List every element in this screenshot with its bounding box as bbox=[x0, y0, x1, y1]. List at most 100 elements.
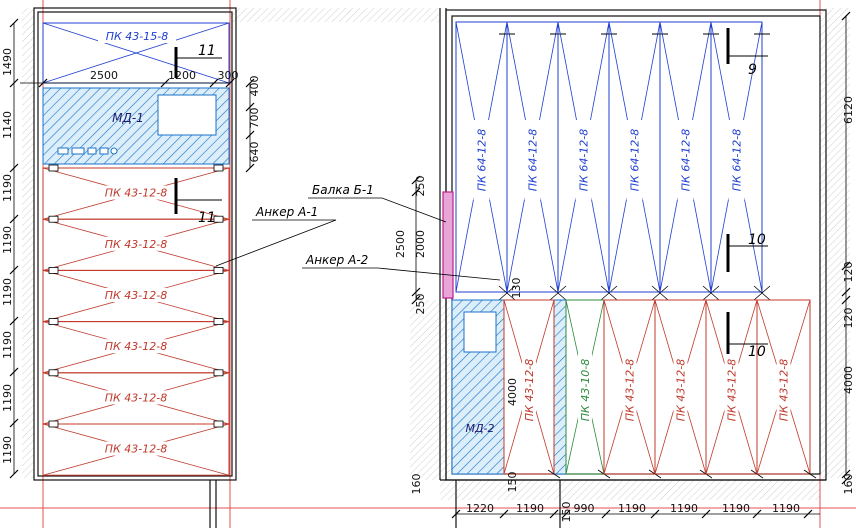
section-label: 11 bbox=[198, 43, 216, 59]
dimension-lines bbox=[13, 16, 847, 515]
dim-value: 1190 bbox=[1, 174, 14, 202]
right-dims: 6120 120 120 4000 160 bbox=[842, 96, 855, 495]
dim-value: 250 bbox=[414, 294, 427, 315]
dim-value: 1190 bbox=[1, 436, 14, 464]
slab-label: ПК 64-12-8 bbox=[680, 129, 693, 192]
callout-anchor1: Анкер А-1 bbox=[255, 205, 318, 219]
slab: ПК 43-12-8 bbox=[603, 299, 662, 479]
slab: ПК 64-12-8 bbox=[608, 21, 669, 301]
slab-label: ПК 43-12-8 bbox=[675, 359, 688, 422]
slab: ПК 64-12-8 bbox=[557, 21, 618, 301]
monolith-label: МД-2 bbox=[465, 422, 494, 435]
slab-label: ПК 43-12-8 bbox=[105, 340, 168, 353]
dim-value: 2000 bbox=[414, 230, 427, 258]
monolith-md1: МД-1 bbox=[42, 87, 230, 165]
section-ticks bbox=[176, 55, 768, 345]
slab: ПК 43-12-8 bbox=[705, 299, 764, 479]
slab-label: ПК 43-12-8 bbox=[105, 238, 168, 251]
slab-label: ПК 43-10-8 bbox=[579, 359, 592, 422]
dim-value: 1190 bbox=[1, 278, 14, 306]
upper-slab-group: ПК 64-12-8 ПК 64-12-8 ПК 64-12-8 ПК 64-12-8… bbox=[455, 21, 771, 301]
dim-value: 2500 bbox=[90, 69, 118, 82]
dim-value: 1190 bbox=[722, 502, 750, 515]
dim-value: 400 bbox=[248, 76, 261, 97]
slab-label: ПК 43-12-8 bbox=[523, 359, 536, 422]
slab: ПК 43-12-8 bbox=[42, 318, 230, 374]
left-bay: ПК 43-15-8 МД-1 ПК 43-12-8ПК 43-12-8ПК 4… bbox=[42, 22, 230, 476]
dim-value: 1190 bbox=[772, 502, 800, 515]
slab: ПК 43-12-8 bbox=[42, 420, 230, 476]
dim-value: 160 bbox=[842, 474, 855, 495]
right-bay: ПК 64-12-8 ПК 64-12-8 ПК 64-12-8 ПК 64-12-8… bbox=[442, 21, 817, 479]
callout-beam: Балка Б-1 bbox=[312, 183, 374, 197]
slab: ПК 43-12-8 bbox=[654, 299, 713, 479]
slab-label: ПК 43-12-8 bbox=[105, 187, 168, 200]
slab: ПК 43-12-8 bbox=[42, 164, 230, 220]
left-slab-group: ПК 43-12-8 ПК 43-12-8 ПК 43-12-8 ПК 43-12-8… bbox=[42, 164, 230, 476]
slab-label: ПК 43-12-8 bbox=[778, 359, 791, 422]
slab: ПК 64-12-8 bbox=[710, 21, 771, 301]
bottom-dims: 1220 1190 150 990 1190 1190 1190 1190 bbox=[466, 502, 800, 523]
dim-value: 1190 bbox=[1, 331, 14, 359]
section-label: 10 bbox=[748, 344, 766, 360]
beam-b1 bbox=[442, 191, 454, 299]
dim-value: 1490 bbox=[1, 48, 14, 76]
slab: ПК 43-10-8 bbox=[565, 299, 611, 479]
slab-label: ПК 43-12-8 bbox=[624, 359, 637, 422]
dim-value: 4000 bbox=[842, 366, 855, 394]
dim-value: 1140 bbox=[1, 111, 14, 139]
dim-value: 120 bbox=[842, 308, 855, 329]
dim-value: 4000 bbox=[506, 378, 519, 406]
slab: ПК 43-12-8 bbox=[42, 215, 230, 271]
left-dims: 1490 1140 1190 1190 1190 1190 1190 1190 bbox=[1, 48, 14, 464]
lower-slab-group: ПК 43-12-8 ПК 43-10-8 ПК 43-12-8 ПК 43-12-8… bbox=[503, 299, 817, 479]
monolith-label: МД-1 bbox=[112, 111, 144, 125]
dim-value: 990 bbox=[574, 502, 595, 515]
dim-value: 130 bbox=[510, 278, 523, 299]
dim-value: 1190 bbox=[516, 502, 544, 515]
dim-value: 640 bbox=[248, 142, 261, 163]
slab-label: ПК 64-12-8 bbox=[527, 129, 540, 192]
dim-value: 1190 bbox=[618, 502, 646, 515]
slab-label: ПК 64-12-8 bbox=[731, 129, 744, 192]
dim-value: 1190 bbox=[670, 502, 698, 515]
wall-hatching bbox=[22, 8, 850, 500]
slab: ПК 43-12-8 bbox=[42, 266, 230, 323]
section-label: 10 bbox=[748, 232, 766, 248]
section-label: 9 bbox=[748, 62, 757, 78]
slab-label: ПК 64-12-8 bbox=[476, 129, 489, 192]
dim-value: 1190 bbox=[1, 384, 14, 412]
slab-label: ПК 43-12-8 bbox=[105, 391, 168, 404]
callout-anchor2: Анкер А-2 bbox=[305, 253, 368, 267]
section-marks bbox=[174, 28, 730, 354]
dim-value: 250 bbox=[414, 176, 427, 197]
dim-value: 150 bbox=[506, 472, 519, 493]
slab: ПК 64-12-8 bbox=[506, 21, 567, 301]
dim-value: 1200 bbox=[168, 69, 196, 82]
slab: ПК 43-12-8 bbox=[42, 369, 230, 425]
monolith-md2: МД-2 bbox=[451, 299, 505, 475]
slab: ПК 64-12-8 bbox=[455, 21, 516, 301]
dim-value: 1190 bbox=[1, 226, 14, 254]
dim-value: 1220 bbox=[466, 502, 494, 515]
section-label: 11 bbox=[198, 210, 216, 226]
right-bay-left-dims: 250 2000 2500 250 130 4000 160 150 bbox=[394, 176, 523, 495]
dim-value: 150 bbox=[560, 502, 573, 523]
dim-value: 120 bbox=[842, 262, 855, 283]
slab-label: ПК 43-12-8 bbox=[105, 289, 168, 302]
dim-value: 700 bbox=[248, 108, 261, 129]
monolith-strip bbox=[553, 299, 567, 475]
callouts bbox=[215, 197, 501, 281]
slab-label: ПК 43-15-8 bbox=[106, 30, 169, 43]
dim-value: 2500 bbox=[394, 230, 407, 258]
slab-label: ПК 43-12-8 bbox=[726, 359, 739, 422]
slab: ПК 43-12-8 bbox=[503, 299, 561, 479]
slab: ПК 64-12-8 bbox=[659, 21, 720, 301]
dimension-ticks bbox=[9, 11, 851, 519]
dim-value: 300 bbox=[218, 69, 239, 82]
slab-label: ПК 64-12-8 bbox=[578, 129, 591, 192]
dim-value: 6120 bbox=[842, 96, 855, 124]
slab-label: ПК 64-12-8 bbox=[629, 129, 642, 192]
slab: ПК 43-12-8 bbox=[756, 299, 817, 479]
